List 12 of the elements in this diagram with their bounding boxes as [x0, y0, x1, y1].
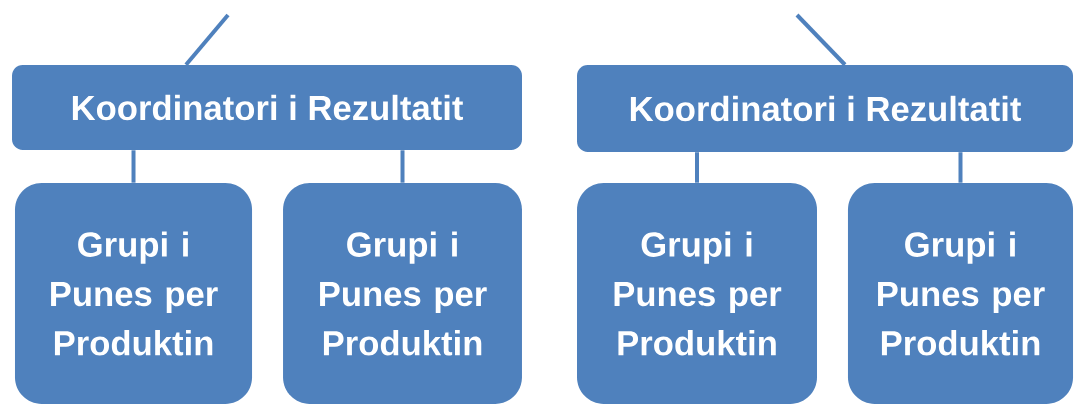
- working-group-box: Grupi i Punes per Produktin: [15, 182, 253, 404]
- working-group-box: Grupi i Punes per Produktin: [283, 182, 522, 404]
- working-group-box: Grupi i Punes per Produktin: [577, 182, 817, 404]
- connector-line: [184, 13, 230, 66]
- connector-line: [958, 152, 963, 183]
- connector-line: [795, 13, 847, 67]
- coordinator-box: Koordinatori i Rezultatit: [577, 65, 1073, 152]
- connector-line: [400, 150, 405, 183]
- connector-line: [131, 150, 136, 183]
- connector-line: [695, 152, 699, 183]
- coordinator-box: Koordinatori i Rezultatit: [12, 64, 522, 151]
- working-group-box: Grupi i Punes per Produktin: [847, 182, 1074, 404]
